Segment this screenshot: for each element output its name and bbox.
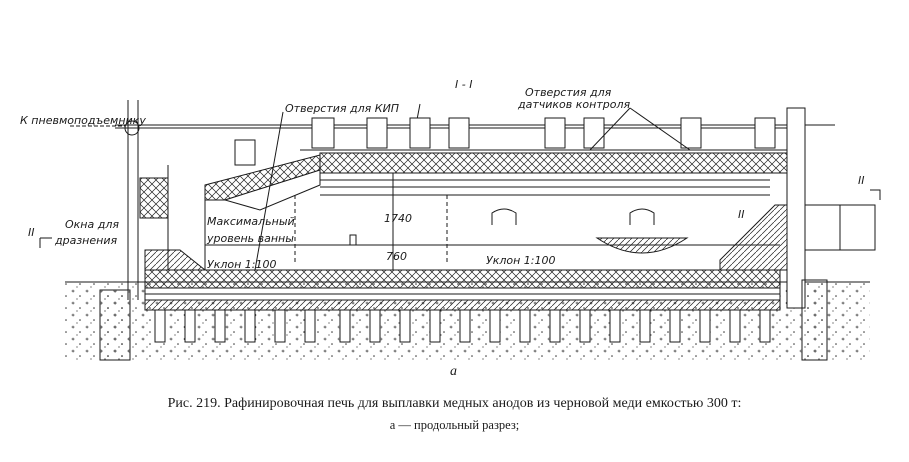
label-slope-right: Уклон 1:100 [486,254,556,267]
left-wall [139,177,169,219]
figure-caption-sub: а — продольный разрез; [389,418,520,432]
label-slope-left: Уклон 1:100 [207,258,277,271]
section-title: I - I [455,78,472,91]
hearth-bricks [144,269,781,289]
melt-ladle [595,237,689,254]
foundation-piers [154,309,771,343]
burner-blocks [234,117,776,166]
label-poling-windows-2: дразнения [54,234,117,247]
figure-caption: Рис. 219. Рафинировочная печь для выплав… [167,396,742,411]
label-poling-windows-1: Окна для [65,218,119,231]
section-mark-right: II [858,174,865,187]
label-sensor-holes-1: Отверстия для [525,86,612,99]
label-max-level-2: уровень ванны [206,232,294,245]
dimension-760: 760 [386,250,407,263]
roof-main [319,152,789,174]
right-column [786,107,806,309]
label-max-level-1: Максимальный [207,215,295,228]
section-mark-left: II [28,226,35,239]
pulley-icon [124,120,140,136]
label-to-lift: К пневмоподъемнику [20,114,146,127]
sub-figure-label: a [450,364,457,379]
dimension-1740: 1740 [384,212,412,225]
label-sensor-holes-2: датчиков контроля [517,98,630,111]
section-mark-mid: II [738,208,745,221]
label-kip-holes: Отверстия для КИП [285,102,399,115]
